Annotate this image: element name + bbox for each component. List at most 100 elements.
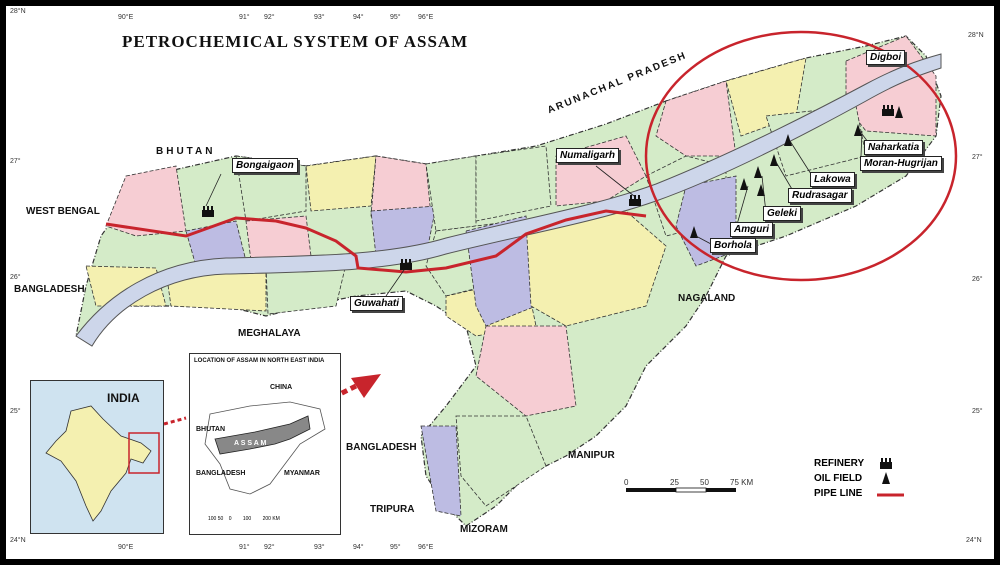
refinery-label: Digboi — [866, 50, 906, 65]
scale-tick: 75 KM — [730, 478, 754, 487]
lat-tick-left: 28°N — [10, 8, 26, 15]
legend-oil-field-icon — [882, 472, 890, 484]
district-patch — [475, 145, 552, 222]
legend-pipeline-label: PIPE LINE — [814, 488, 863, 499]
refinery-label: Guwahati — [350, 296, 404, 311]
oil-field-label: Amguri — [730, 222, 773, 237]
inset-bhutan-label: BHUTAN — [196, 426, 226, 433]
region-bhutan: BHUTAN — [156, 146, 216, 157]
oil-field-label: Lakowa — [810, 172, 855, 187]
lon-tick-bottom: 95° — [390, 544, 401, 551]
district-patch — [245, 215, 312, 262]
legend-oil-field-label: OIL FIELD — [814, 473, 863, 484]
region-nagaland: NAGALAND — [678, 293, 736, 304]
region-tripura: TRIPURA — [370, 504, 415, 515]
region-bangladesh-south: BANGLADESH — [346, 442, 417, 453]
inset-scale-tick: 100 — [242, 516, 252, 522]
scale-tick: 0 — [624, 478, 629, 487]
pointer-arrow-small — [163, 416, 187, 426]
refinery-icon — [202, 206, 214, 217]
oil-field-label: Borhola — [710, 238, 756, 253]
lat-tick-right: 28°N — [968, 32, 984, 39]
inset-china-label: CHINA — [270, 384, 293, 391]
pipeline-route — [105, 209, 647, 274]
oil-field-label: Moran-Hugrijan — [860, 156, 942, 171]
lon-tick-top: 96°E — [418, 14, 434, 21]
region-west-bengal: WEST BENGAL — [26, 206, 100, 217]
oil-field-icon — [895, 106, 903, 118]
region-manipur: MANIPUR — [568, 450, 615, 461]
lon-tick-top: 95° — [390, 14, 401, 21]
scale-tick: 50 — [700, 478, 709, 487]
india-outline — [45, 405, 160, 522]
northeast-outline — [204, 401, 326, 495]
district-patch — [305, 155, 377, 212]
inset-scale: 100 50 0 100 200 KM — [208, 516, 280, 522]
lat-tick-left: 25° — [10, 408, 21, 415]
india-label: INDIA — [107, 391, 140, 405]
inset-scale-tick: 100 — [208, 516, 217, 522]
lat-tick-left: 24°N — [10, 537, 26, 544]
district-patch — [525, 210, 667, 327]
oil-field-label: Geleki — [763, 206, 802, 221]
district-patch — [455, 415, 547, 507]
lon-tick-top: 90°E — [118, 14, 134, 21]
lat-tick-left: 26° — [10, 274, 21, 281]
brahmaputra-river — [75, 53, 942, 347]
inset-bangladesh-label: BANGLADESH — [196, 470, 246, 477]
northeast-inset-title: LOCATION OF ASSAM IN NORTH EAST INDIA — [194, 358, 325, 364]
lon-tick-bottom: 96°E — [418, 544, 434, 551]
lon-tick-top: 94° — [353, 14, 364, 21]
oil-region-highlight — [644, 30, 958, 282]
scale-tick: 25 — [670, 478, 679, 487]
lon-tick-top: 92° — [264, 14, 275, 21]
map-title: PETROCHEMICAL SYSTEM OF ASSAM — [122, 32, 469, 51]
refinery-label: Numaligarh — [556, 148, 620, 163]
pointer-arrowhead — [351, 374, 381, 398]
region-mizoram: MIZORAM — [460, 524, 508, 535]
district-patch — [475, 325, 577, 417]
lat-tick-right: 25° — [972, 408, 983, 415]
inset-scale-tick: 50 — [217, 516, 224, 522]
india-inset: INDIA — [30, 380, 164, 534]
oil-field-icon — [784, 134, 792, 146]
oil-field-icon — [754, 166, 762, 178]
refinery-label: Bongaigaon — [232, 158, 298, 173]
oil-field-label: Naharkatia — [864, 140, 924, 155]
northeast-inset: LOCATION OF ASSAM IN NORTH EAST INDIA CH… — [189, 353, 341, 535]
oil-field-label: Rudrasagar — [788, 188, 852, 203]
district-patch — [420, 425, 462, 517]
map-canvas: INDIA LOCATION OF ASSAM IN NORTH EAST IN… — [6, 6, 994, 559]
region-meghalaya: MEGHALAYA — [238, 328, 301, 339]
region-bangladesh-west: BANGLADESH — [14, 284, 85, 295]
inset-myanmar-label: MYANMAR — [284, 470, 320, 477]
oil-field-icon — [854, 124, 862, 136]
oil-field-icon — [690, 226, 698, 238]
refinery-icon — [629, 195, 641, 206]
district-patch — [265, 263, 347, 315]
lon-tick-bottom: 93° — [314, 544, 325, 551]
inset-scale-tick: 0 — [228, 516, 232, 522]
scale-bar — [626, 487, 736, 493]
assam-map — [75, 30, 958, 527]
oil-field-icon — [740, 178, 748, 190]
lon-tick-top: 93° — [314, 14, 325, 21]
lon-tick-bottom: 94° — [353, 544, 364, 551]
refinery-icon — [882, 105, 894, 116]
legend-refinery-label: REFINERY — [814, 458, 865, 469]
inset-assam-label: A S S A M — [234, 440, 267, 447]
leader-lines — [205, 130, 872, 297]
lon-tick-top: 91° — [239, 14, 250, 21]
district-patch — [655, 80, 737, 157]
lat-tick-right: 27° — [972, 154, 983, 161]
refinery-icon — [400, 259, 412, 270]
legend-refinery-icon — [880, 458, 892, 469]
oil-field-icon — [757, 184, 765, 196]
lat-tick-right: 26° — [972, 276, 983, 283]
lon-tick-bottom: 90°E — [118, 544, 134, 551]
lon-tick-bottom: 92° — [264, 544, 275, 551]
lat-tick-left: 27° — [10, 158, 21, 165]
oil-field-icon — [770, 154, 778, 166]
inset-scale-tick: 200 KM — [262, 516, 280, 522]
